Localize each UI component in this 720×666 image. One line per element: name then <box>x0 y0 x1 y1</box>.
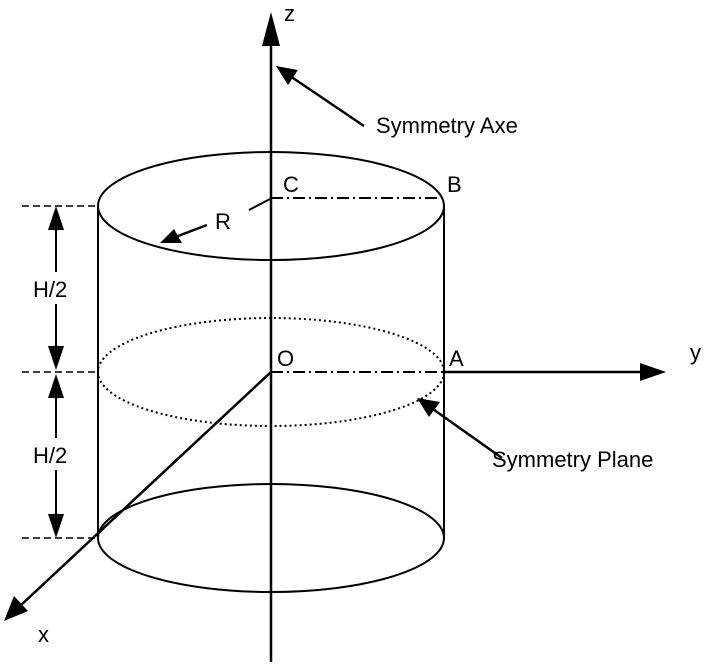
symmetry-axe-arrow-line <box>289 74 365 128</box>
lower-arrowhead-top <box>48 374 64 398</box>
symmetry-axe-label: Symmetry Axe <box>376 113 518 138</box>
radius-label: R <box>215 209 231 234</box>
symmetry-plane-arrowhead <box>417 398 440 417</box>
y-axis-label: y <box>690 340 701 365</box>
x-axis-label: x <box>38 622 49 647</box>
upper-arrowhead-top <box>48 206 64 230</box>
radius-leader-line <box>248 198 271 211</box>
lower-label-bg <box>30 438 82 470</box>
symmetry-axe-arrowhead <box>276 66 298 85</box>
point-C-label: C <box>283 172 299 197</box>
axes <box>4 12 666 662</box>
lower-arrowhead-bottom <box>48 514 64 538</box>
z-axis-arrowhead <box>262 12 280 46</box>
x-axis-arrowhead <box>4 596 28 621</box>
upper-label-bg <box>30 272 82 304</box>
point-O-label: O <box>277 346 294 371</box>
point-B-label: B <box>447 172 462 197</box>
point-A-label: A <box>449 346 464 371</box>
y-axis-arrowhead <box>640 363 666 381</box>
radius-arrowhead <box>160 229 182 243</box>
x-axis-line <box>19 371 272 607</box>
symmetry-plane-arrow-line <box>429 405 503 460</box>
symmetry-plane-label: Symmetry Plane <box>492 447 653 472</box>
radius-arrow-line <box>177 223 208 238</box>
lower-height-label: H/2 <box>33 443 67 468</box>
height-dimensions: H/2 H/2 <box>22 205 98 539</box>
upper-height-label: H/2 <box>33 277 67 302</box>
z-axis-label: z <box>284 1 295 26</box>
upper-arrowhead-bottom <box>48 346 64 370</box>
